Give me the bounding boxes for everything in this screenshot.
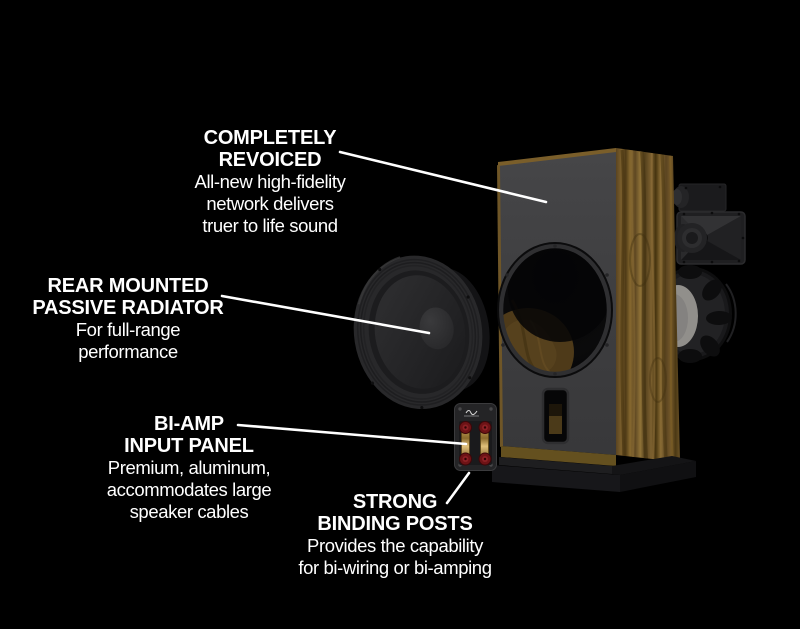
callout-title-line: INPUT PANEL [124, 435, 254, 457]
callout-line-revoiced [338, 150, 548, 204]
callout-body-line: Provides the capability [307, 535, 483, 556]
callout-title-line: BI-AMP [154, 413, 224, 435]
callout-body-line: speaker cables [129, 501, 249, 522]
callout-body-line: accommodates large [106, 479, 272, 500]
callout-completely-revoiced: COMPLETELY REVOICED All-new high-fidelit… [150, 127, 390, 237]
cabinet-bottom-edge [501, 446, 616, 466]
horn-tweeter-assembly [672, 183, 746, 265]
panel-script-logo [465, 410, 478, 416]
callout-body-line: All-new high-fidelity [194, 171, 346, 192]
callout-title-line: REVOICED [218, 149, 322, 171]
callout-title-line: COMPLETELY [203, 127, 337, 149]
callout-line-binding [445, 471, 471, 505]
callout-title-line: BINDING POSTS [317, 513, 473, 535]
callout-title-line: STRONG [352, 491, 438, 513]
radiator-dust-cap [419, 307, 454, 350]
compression-driver-motor [674, 223, 707, 253]
bi-amp-input-panel [454, 403, 497, 471]
binding-posts [459, 421, 492, 466]
callout-body-line: truer to life sound [202, 215, 338, 236]
bass-reflex-port [541, 387, 570, 445]
callout-body-line: For full-range [75, 319, 181, 340]
callout-body-line: for bi-wiring or bi-amping [298, 557, 492, 578]
callout-body-line: network delivers [206, 193, 334, 214]
cabinet-top-edge [498, 148, 616, 167]
plinth-base [492, 456, 696, 492]
woofer-opening [497, 242, 613, 378]
callout-strong-binding-posts: STRONG BINDING POSTS Provides the capabi… [275, 491, 515, 579]
callout-line-radiator [220, 294, 431, 335]
callout-passive-radiator: REAR MOUNTED PASSIVE RADIATOR For full-r… [8, 275, 248, 363]
callout-body-line: performance [78, 341, 178, 362]
callout-bi-amp-input-panel: BI-AMP INPUT PANEL Premium, aluminum, ac… [69, 413, 309, 523]
speaker-cabinet [492, 148, 696, 492]
cabinet-wood-side [616, 148, 680, 462]
callout-body-line: Premium, aluminum, [107, 457, 271, 478]
callout-line-biamp [236, 423, 468, 446]
callout-title-line: PASSIVE RADIATOR [32, 297, 224, 319]
callout-title-line: REAR MOUNTED [47, 275, 209, 297]
